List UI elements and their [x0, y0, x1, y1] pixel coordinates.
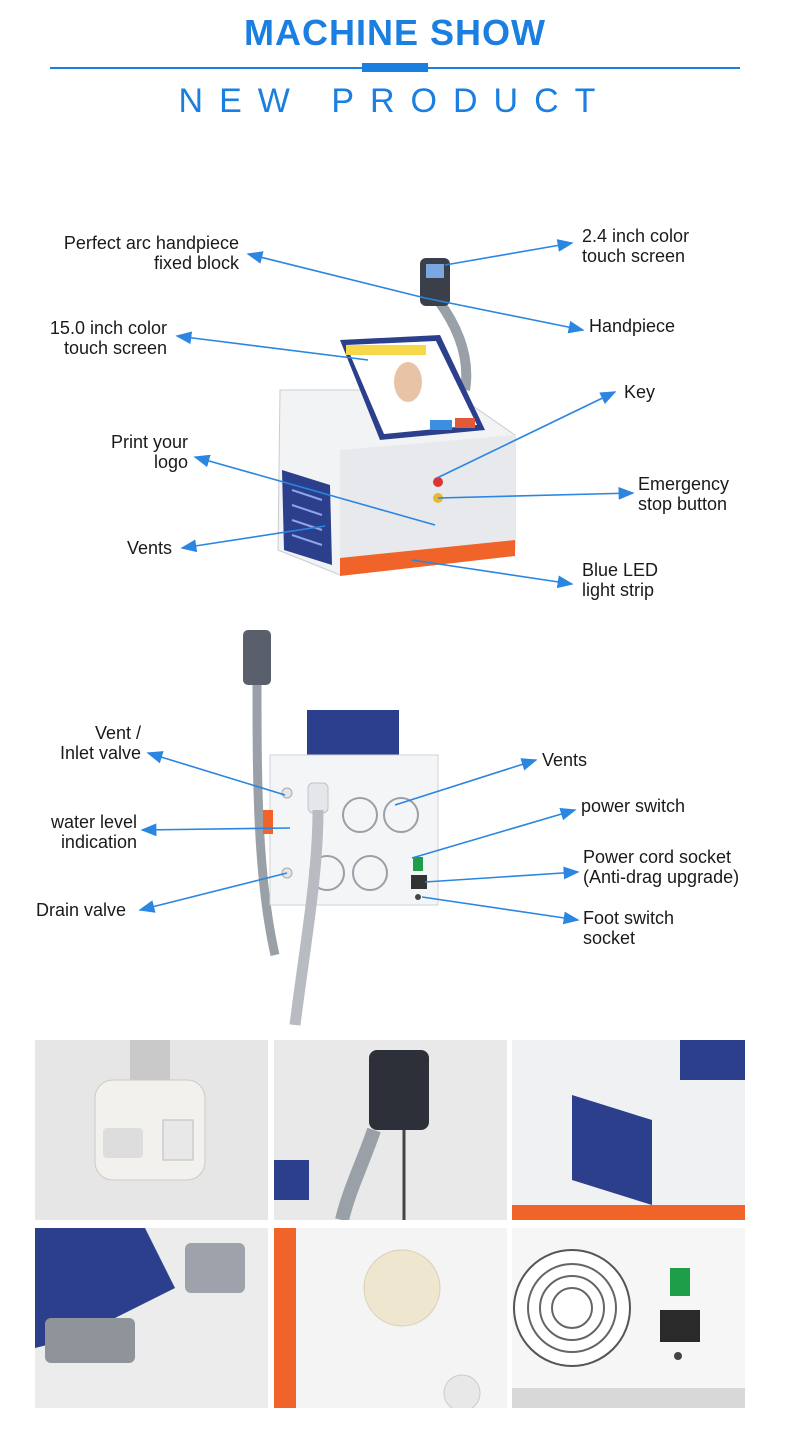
label-handpiece: Handpiece — [589, 316, 676, 336]
back-machine-image — [243, 630, 439, 1026]
photo-power-panel — [512, 1228, 745, 1408]
photo-side-vents — [512, 1040, 745, 1220]
label-large-screen: 15.0 inch color touch screen — [49, 318, 167, 358]
title-divider-accent — [362, 63, 428, 72]
photo-handpiece-holder — [274, 1040, 507, 1220]
label-power-cord: Power cord socket (Anti-drag upgrade) — [583, 847, 740, 887]
label-inlet-valve: Vent / Inlet valve — [59, 723, 141, 763]
label-drain-valve: Drain valve — [36, 900, 127, 920]
callout-arrows — [138, 239, 635, 925]
page-subtitle: NEW PRODUCT — [178, 82, 612, 120]
photo-inlet-valve — [274, 1228, 507, 1408]
label-vents-back: Vents — [542, 750, 588, 770]
photo-hinge-detail — [35, 1228, 268, 1408]
label-arc-handpiece: Perfect arc handpiece fixed block — [63, 233, 239, 273]
label-vents-front: Vents — [127, 538, 173, 558]
label-foot-switch: Foot switch socket — [583, 908, 675, 948]
label-small-screen: 2.4 inch color touch screen — [582, 226, 690, 266]
page-title: MACHINE SHOW — [244, 12, 546, 53]
label-led-strip: Blue LED light strip — [582, 560, 659, 600]
front-machine-image — [277, 258, 516, 576]
label-logo: Print your logo — [110, 432, 188, 472]
label-power-switch: power switch — [581, 796, 686, 816]
photo-handpiece-connector — [35, 1040, 268, 1220]
label-key: Key — [624, 382, 656, 402]
label-water-level: water level indication — [50, 812, 137, 852]
label-emergency-stop: Emergency stop button — [638, 474, 730, 514]
